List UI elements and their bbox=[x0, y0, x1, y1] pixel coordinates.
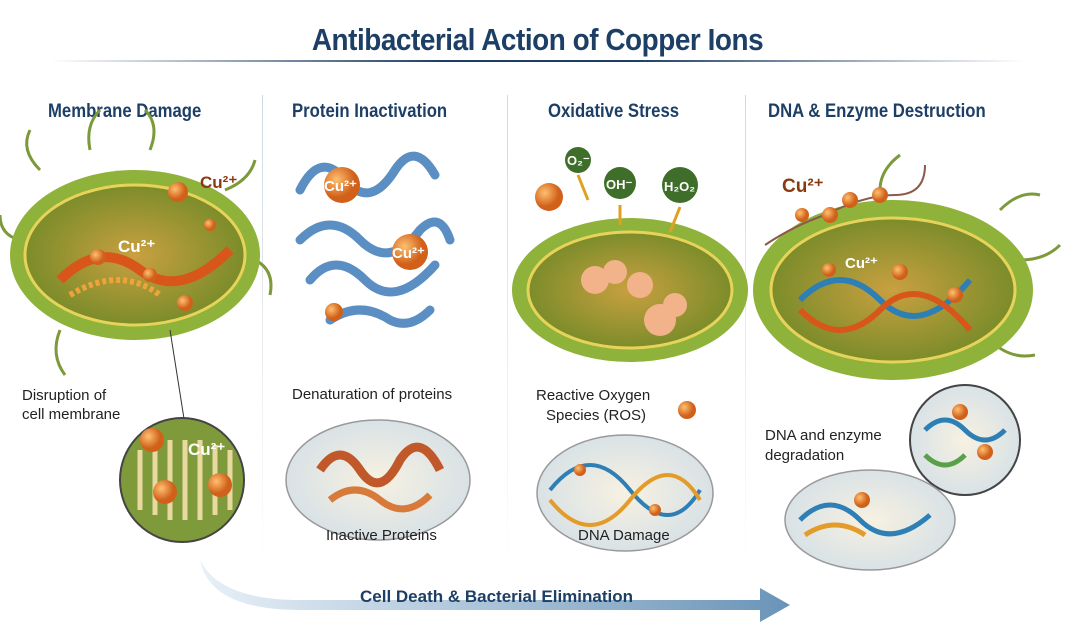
ros-peroxide-label: H₂O₂ bbox=[664, 179, 695, 194]
bottom-arrow bbox=[200, 560, 790, 622]
cu-ion-label: Cu²⁺ bbox=[188, 440, 225, 459]
panel-divider bbox=[262, 95, 263, 575]
inset-dna-degradation bbox=[784, 384, 1021, 571]
panel-heading-oxidative: Oxidative Stress bbox=[548, 101, 680, 122]
cu-ion-label: Cu²⁺ bbox=[782, 176, 824, 197]
inset-caption-dna: DNA Damage bbox=[578, 527, 670, 544]
panel-heading-membrane: Membrane Damage bbox=[48, 101, 202, 122]
panel-heading-dna: DNA & Enzyme Destruction bbox=[768, 101, 986, 122]
protein-structure bbox=[295, 151, 455, 328]
bacterium-oxidative-stress bbox=[512, 147, 748, 419]
page-title: Antibacterial Action of Copper Ions bbox=[311, 22, 764, 57]
inset-membrane bbox=[119, 417, 245, 543]
bottom-arrow-label: Cell Death & Bacterial Elimination bbox=[360, 587, 634, 606]
panel-divider bbox=[745, 95, 746, 575]
inset-inactive-proteins bbox=[285, 419, 471, 541]
panel-divider bbox=[507, 95, 508, 575]
cu-ion-label: Cu²⁺ bbox=[324, 178, 357, 195]
cu-ion-label: Cu²⁺ bbox=[392, 245, 425, 262]
caption-membrane-1: Disruption of bbox=[22, 387, 107, 404]
caption-ros-1: Reactive Oxygen bbox=[536, 387, 650, 404]
cu-ion-label: Cu²⁺ bbox=[118, 237, 155, 256]
title-underline bbox=[50, 60, 1025, 62]
caption-dna-2: degradation bbox=[765, 447, 844, 464]
bacterium-membrane-damage bbox=[0, 108, 273, 376]
ros-hydroxyl-label: OH⁻ bbox=[606, 177, 633, 192]
cu-ion-label: Cu²⁺ bbox=[845, 255, 878, 272]
bacterium-dna-destruction bbox=[753, 153, 1062, 380]
caption-protein: Denaturation of proteins bbox=[292, 386, 452, 403]
inset-dna-damage bbox=[536, 434, 714, 552]
caption-ros-2: Species (ROS) bbox=[546, 407, 646, 424]
ros-superoxide-label: O₂⁻ bbox=[567, 153, 590, 168]
panel-heading-protein: Protein Inactivation bbox=[292, 101, 448, 122]
inset-caption-protein: Inactive Proteins bbox=[326, 527, 437, 544]
caption-dna-1: DNA and enzyme bbox=[765, 427, 882, 444]
caption-membrane-2: cell membrane bbox=[22, 406, 120, 423]
cu-ion-label: Cu²⁺ bbox=[200, 173, 237, 192]
